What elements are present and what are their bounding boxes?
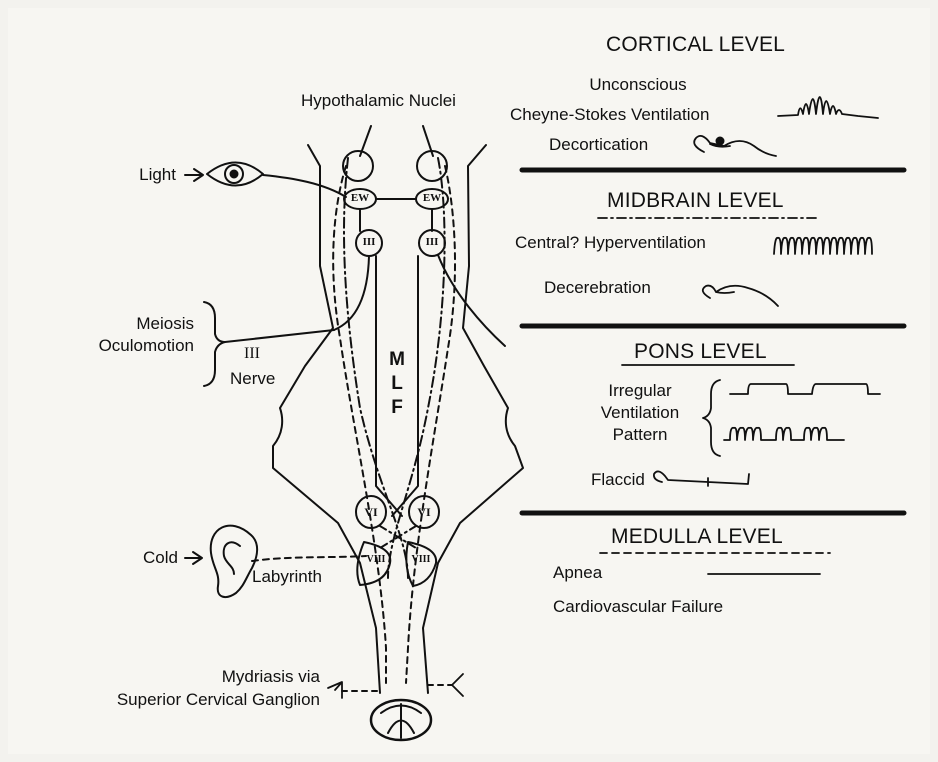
light-label: Light	[116, 166, 176, 183]
irregular-ventilation-brace	[703, 380, 720, 456]
midbrain-level-title: MIDBRAIN LEVEL	[607, 190, 784, 211]
iii-nerve-right	[438, 255, 505, 346]
irregular-ventilation-wave-bottom-icon	[724, 428, 844, 440]
mydriasis-left-marker	[328, 682, 342, 698]
irregular-ventilation-label: Irregular Ventilation Pattern	[575, 380, 705, 446]
unconscious-label: Unconscious	[508, 76, 768, 93]
irregular-ventilation-wave-top-icon	[730, 384, 880, 394]
hypothalamic-nuclei-label: Hypothalamic Nuclei	[301, 92, 456, 109]
light-arrow-icon	[185, 169, 203, 181]
iii-nerve-numeral-label: III	[244, 346, 260, 362]
iii-nerve-word-label: Nerve	[230, 370, 275, 387]
pons-level-title: PONS LEVEL	[634, 341, 767, 362]
brainstem-outline-left	[273, 145, 380, 693]
optic-pathway	[263, 175, 346, 197]
decortication-hand	[717, 138, 724, 145]
labyrinth-label: Labyrinth	[252, 568, 322, 585]
meiosis-oculomotion-label: Meiosis Oculomotion	[68, 313, 194, 357]
decerebration-posture-icon	[703, 286, 778, 306]
cheyne-stokes-wave-icon	[778, 97, 878, 118]
decerebration-label: Decerebration	[544, 279, 651, 296]
mlf-label: M L F	[387, 348, 407, 420]
hyperventilation-label: Central? Hyperventilation	[515, 234, 706, 251]
cold-label: Cold	[118, 549, 178, 566]
medulla-level-title: MEDULLA LEVEL	[611, 526, 783, 547]
flaccid-posture-icon	[654, 471, 749, 486]
decortication-posture-icon	[694, 136, 776, 156]
ew-left-label: EW	[342, 193, 378, 204]
apnea-label: Apnea	[553, 564, 602, 581]
cortical-level-title: CORTICAL LEVEL	[606, 34, 785, 55]
hyperventilation-wave-icon	[774, 238, 872, 254]
vi-right-label: VI	[406, 506, 442, 518]
spinal-cord-gray-matter	[381, 704, 421, 738]
iii-nerve-left	[334, 256, 369, 330]
ear-inner	[224, 542, 240, 574]
brainstem-outline-right	[423, 145, 523, 693]
iii-right-label: III	[414, 237, 450, 248]
labyrinth-pathway	[252, 556, 366, 561]
vi-left-label: VI	[353, 506, 389, 518]
flaccid-label: Flaccid	[591, 471, 645, 488]
eye-pupil	[231, 171, 238, 178]
mydriasis-right-marker	[452, 674, 463, 696]
iii-nerve-brace	[204, 302, 225, 386]
decortication-label: Decortication	[549, 136, 648, 153]
ew-right-label: EW	[414, 193, 450, 204]
vi-crossing	[380, 526, 416, 548]
iii-nerve-label-line	[225, 330, 334, 342]
diagram-page: Hypothalamic Nuclei Light EW EW III III …	[8, 8, 930, 754]
cardiovascular-failure-label: Cardiovascular Failure	[553, 598, 723, 615]
cheyne-stokes-label: Cheyne-Stokes Ventilation	[510, 106, 709, 123]
diagram-drawing	[8, 8, 930, 754]
cold-arrow-icon	[185, 552, 202, 564]
viii-right-label: VIII	[403, 555, 439, 565]
mydriasis-label: Mydriasis via Superior Cervical Ganglion	[48, 665, 320, 711]
iii-left-label: III	[351, 237, 387, 248]
ear-icon	[211, 526, 257, 597]
viii-left-label: VIII	[358, 555, 394, 565]
